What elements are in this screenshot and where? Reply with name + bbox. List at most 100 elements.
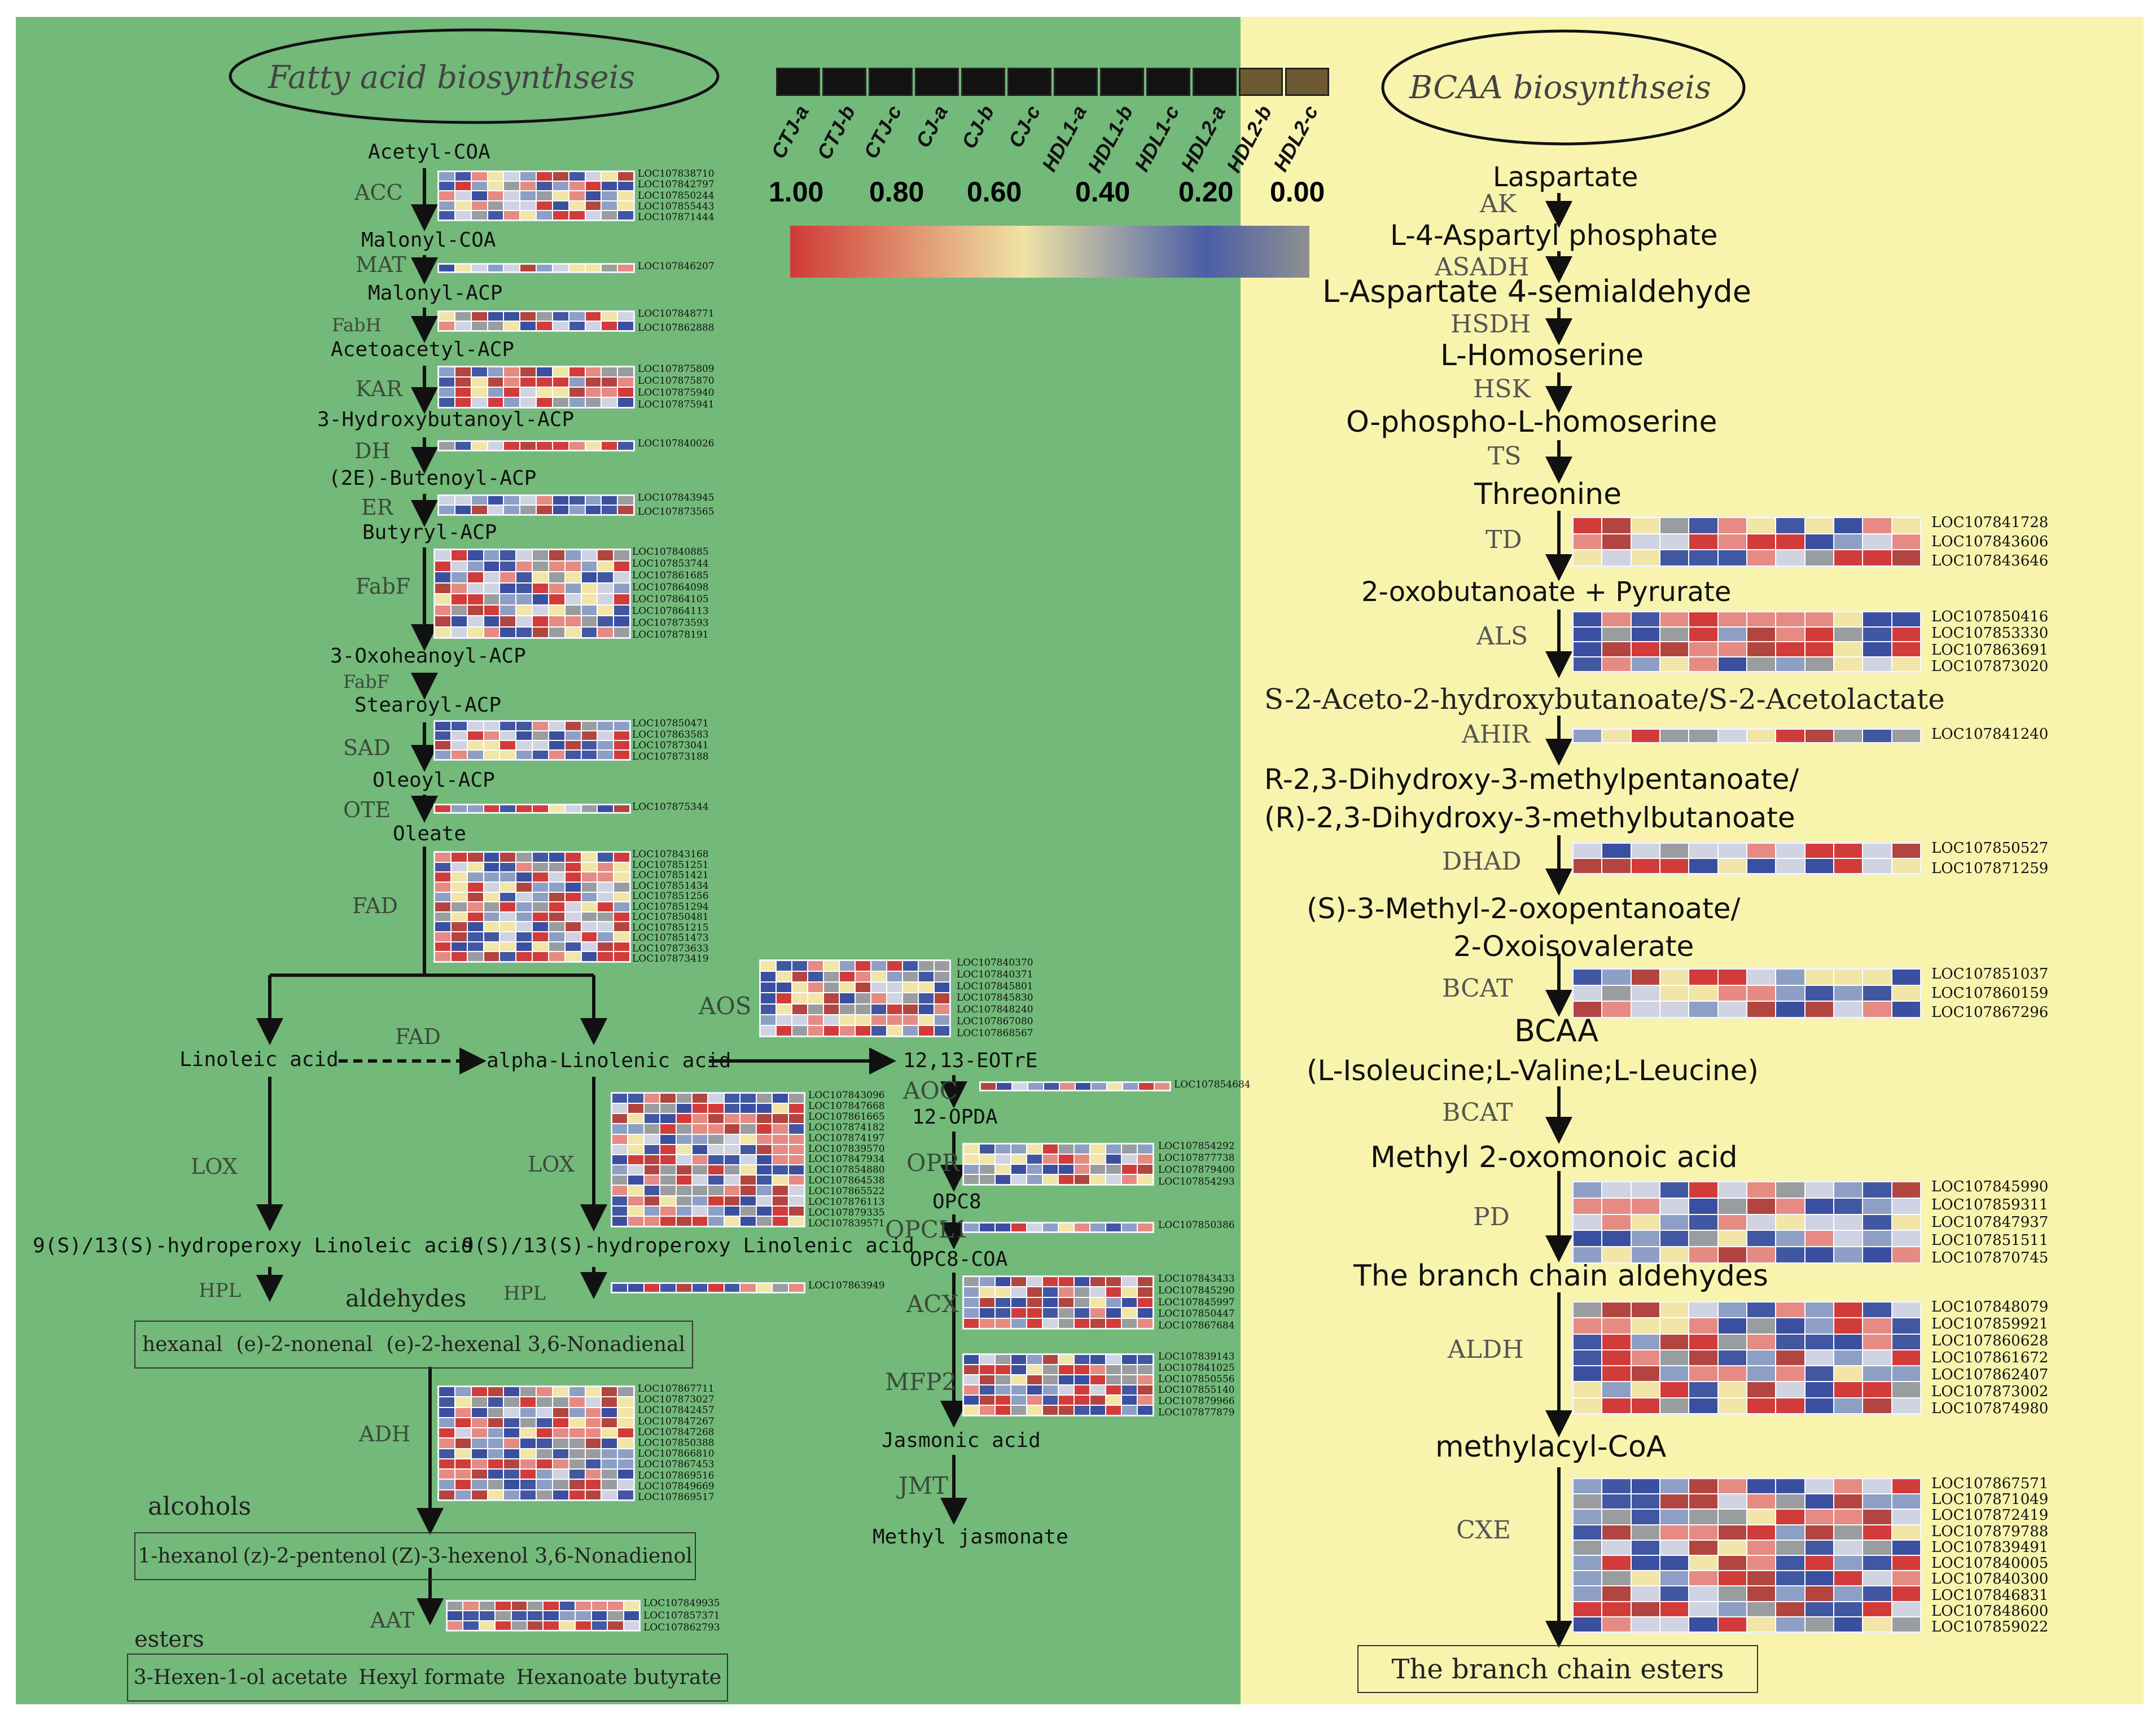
gene-id: LOC107845801 — [957, 980, 1033, 992]
heatmap-cell — [564, 616, 581, 627]
heatmap-cell — [708, 1154, 724, 1165]
gene-id: LOC107851511 — [1931, 1231, 2049, 1249]
gene-id: LOC107855140 — [1158, 1384, 1235, 1396]
heatmap-cell — [499, 941, 516, 952]
heatmap-cell — [1689, 1479, 1718, 1494]
heatmap-cell — [499, 616, 516, 627]
heatmap-cell — [1717, 1509, 1747, 1525]
heatmap-cell — [756, 1154, 773, 1165]
heatmap-cell — [471, 505, 488, 515]
heatmap-cell — [1891, 1349, 1921, 1366]
heatmap-cell — [776, 993, 792, 1004]
heatmap-cell — [808, 1003, 823, 1015]
heatmap-cell — [1776, 1366, 1805, 1382]
heatmap-cell — [585, 1489, 602, 1500]
heatmap-cell — [516, 941, 532, 952]
heatmap-cell — [788, 1154, 804, 1165]
heatmap-cell — [612, 1195, 628, 1206]
heatmap-cell — [1746, 1616, 1776, 1632]
heatmap-cell — [1011, 1277, 1027, 1287]
heatmap-cell — [552, 367, 569, 377]
heatmap-cell — [740, 1283, 756, 1292]
heatmap-cell — [1631, 1571, 1660, 1586]
heatmap-cell — [614, 892, 630, 902]
heatmap-cell — [1602, 729, 1631, 743]
heatmap-cell — [1891, 612, 1921, 627]
heatmap-cell — [1631, 1247, 1660, 1263]
heatmap-cell — [1863, 550, 1892, 566]
heatmap-cell — [548, 892, 565, 902]
heatmap-cell — [1106, 1308, 1121, 1318]
heatmap-cell — [439, 1407, 455, 1418]
compound-homoserine: L-Homoserine — [1440, 339, 1644, 372]
heatmap-cell — [1804, 1198, 1834, 1214]
heatmap-cell — [1044, 1082, 1059, 1090]
enzyme-sad: SAD — [343, 735, 391, 760]
heatmap-cell — [520, 181, 536, 191]
heatmap-cell — [1746, 1601, 1776, 1617]
heatmap-cell — [1573, 1524, 1602, 1540]
gene-id: LOC107877738 — [1158, 1152, 1235, 1164]
heatmap-cell — [585, 1469, 602, 1480]
heatmap-cell — [467, 616, 484, 627]
heatmap-cell — [1631, 1349, 1660, 1366]
heatmap-cell — [979, 1385, 995, 1395]
heatmap-cell — [963, 1385, 979, 1395]
heatmap-cell — [1891, 1230, 1921, 1247]
gene-id: LOC107842457 — [638, 1405, 715, 1417]
heatmap-cell — [601, 1458, 618, 1470]
heatmap-cell — [617, 1448, 634, 1459]
heatmap-cell — [740, 1134, 756, 1144]
heatmap-cell — [1689, 969, 1718, 985]
heatmap-cell — [855, 1003, 871, 1015]
heatmap-cell — [1602, 969, 1631, 985]
heatmap-cell — [1717, 1397, 1747, 1414]
heatmap-acx — [962, 1275, 1154, 1330]
heatmap-cell — [585, 210, 602, 220]
heatmap-cell — [568, 1387, 585, 1397]
heatmap-cell — [1573, 533, 1602, 550]
heatmap-cell — [612, 1165, 628, 1176]
heatmap-cell — [1631, 1198, 1660, 1214]
heatmap-cell — [1833, 1479, 1863, 1494]
heatmap-cell — [1746, 1524, 1776, 1540]
heatmap-cell — [808, 961, 823, 972]
heatmap-cell — [1746, 1540, 1776, 1555]
heatmap-cell — [612, 1144, 628, 1155]
heatmap-cell — [471, 200, 488, 211]
heatmap-opr — [962, 1143, 1154, 1186]
heatmap-cell — [601, 505, 618, 515]
heatmap-cell — [839, 993, 855, 1004]
heatmap-cell — [617, 1417, 634, 1428]
esters-box: 3-Hexen-1-ol acetate Hexyl formate Hexan… — [127, 1654, 728, 1702]
enzyme-fabf-2: FabF — [343, 671, 389, 692]
heatmap-cell — [532, 750, 549, 760]
enzyme-acc: ACC — [354, 180, 403, 205]
heatmap-cell — [660, 1093, 676, 1104]
gene-id: LOC107875940 — [638, 387, 715, 398]
heatmap-cell — [1689, 858, 1718, 874]
heatmap-cell — [660, 1216, 676, 1226]
heatmap-cell — [617, 397, 634, 407]
compound-oleate: Oleate — [393, 822, 467, 845]
heatmap-cell — [1027, 1174, 1042, 1185]
heatmap-cell — [1689, 1571, 1718, 1586]
heatmap-cell — [487, 367, 504, 377]
heatmap-cell — [1011, 1287, 1027, 1297]
heatmap-cell — [740, 1185, 756, 1196]
heatmap-cell — [1058, 1144, 1074, 1154]
heatmap-cell — [660, 1283, 676, 1292]
heatmap-cell — [581, 852, 598, 862]
heatmap-cell — [1689, 1334, 1718, 1350]
heatmap-cell — [1631, 1397, 1660, 1414]
heatmap-cell — [1011, 1365, 1027, 1375]
heatmap-cell — [467, 892, 484, 902]
heatmap-cell — [483, 805, 500, 813]
heatmap-cell — [1631, 642, 1660, 657]
heatmap-cell — [552, 210, 569, 220]
compound-butenoyl-acp: (2E)-Butenoyl-ACP — [328, 467, 537, 490]
